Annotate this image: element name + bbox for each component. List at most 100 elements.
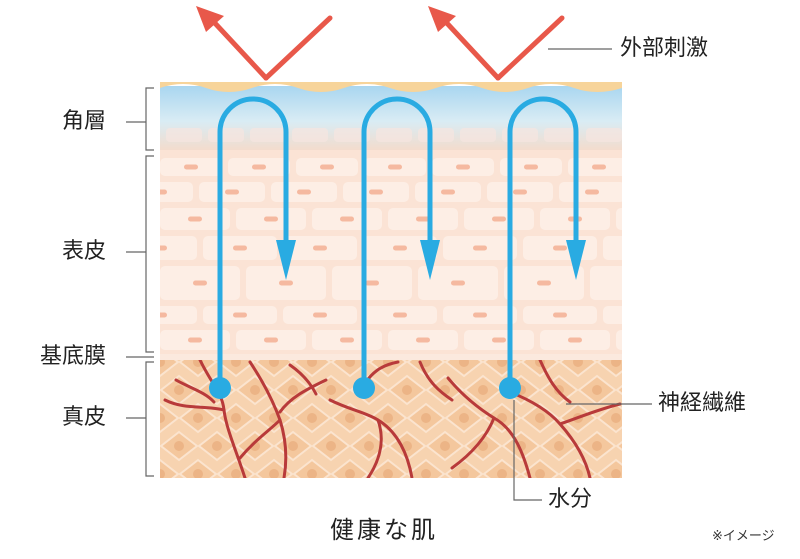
- cell-nucleus: [553, 245, 567, 251]
- label-moisture: 水分: [548, 487, 593, 512]
- cell-nucleus: [188, 337, 202, 343]
- callout-lines: [513, 48, 652, 501]
- cell-nucleus: [233, 312, 247, 318]
- dermis-cell-core: [345, 469, 355, 478]
- cell-nucleus: [585, 189, 599, 195]
- dermis-cell-core: [160, 413, 165, 423]
- cell-nucleus: [297, 189, 311, 195]
- corneum-cell: [460, 128, 496, 142]
- dermis-cell: [254, 360, 294, 378]
- epidermis-cell: [160, 306, 197, 324]
- cell-nucleus: [633, 313, 647, 318]
- corneum-cell: [208, 128, 244, 142]
- moisture-flows: [217, 96, 579, 389]
- dermis-cell-core: [326, 441, 336, 451]
- label-epidermis: 表皮: [62, 239, 107, 264]
- dermis-cell-core: [212, 441, 222, 451]
- dermis-cell-core: [174, 385, 184, 395]
- dermis-cell-core: [535, 413, 545, 423]
- label-external-stimulus: 外部刺激: [620, 36, 709, 61]
- cell-nucleus: [537, 280, 551, 286]
- corneum-cell: [586, 128, 622, 142]
- dermis-cell-core: [326, 385, 336, 395]
- dermis-cell: [216, 360, 256, 378]
- dermis-cell-core: [288, 441, 298, 451]
- dermis-cell-core: [383, 469, 393, 478]
- corneum-cells: [166, 128, 622, 142]
- dermis-cell-core: [307, 360, 317, 367]
- epidermis-cells: [160, 158, 658, 350]
- dermis-cell-core: [345, 413, 355, 423]
- dermis-cell-core: [497, 360, 507, 367]
- dermis-cell-core: [345, 360, 355, 367]
- moisture-dots: [209, 377, 521, 399]
- diagram-caption: 健康な肌: [330, 516, 438, 544]
- dermis-cell-core: [592, 385, 602, 395]
- cell-nucleus: [264, 216, 278, 222]
- dermis-cell-core: [231, 413, 241, 423]
- dermis-cell-core: [402, 385, 412, 395]
- dermis-cell: [178, 360, 218, 378]
- cell-nucleus: [320, 164, 334, 170]
- cell-nucleus: [568, 337, 582, 343]
- corneum-cell: [250, 128, 286, 142]
- label-nerve-fibers: 神経繊維: [658, 391, 747, 416]
- label-stratum-corneum: 角層: [62, 109, 107, 134]
- dermis-cell-core: [611, 360, 621, 367]
- dermis-cell-core: [193, 413, 203, 423]
- cell-nucleus: [264, 337, 278, 343]
- dermis-cell: [558, 360, 598, 378]
- external-stimulus-arrows: [209, 15, 565, 81]
- cell-nucleus: [340, 337, 354, 343]
- cell-nucleus: [388, 164, 402, 170]
- epidermis-cell: [616, 208, 622, 230]
- cell-nucleus: [513, 189, 527, 195]
- cell-nucleus: [369, 189, 383, 195]
- epidermis-cell: [603, 236, 622, 260]
- cell-nucleus: [623, 281, 637, 286]
- cell-nucleus: [184, 164, 198, 170]
- dermis-cell-core: [288, 385, 298, 395]
- corneum-cell: [166, 128, 202, 142]
- cell-nucleus: [225, 189, 239, 195]
- corneum-cell: [544, 128, 580, 142]
- cell-nucleus: [393, 312, 407, 318]
- cell-nucleus: [473, 312, 487, 318]
- dermis-cell: [520, 360, 560, 378]
- dermis-cell-core: [459, 413, 469, 423]
- corneum-cell: [334, 128, 370, 142]
- cell-nucleus: [524, 164, 538, 170]
- external-stimulus-arrowheads: [196, 6, 456, 32]
- corneum-cell: [502, 128, 538, 142]
- dermis-cell-core: [611, 469, 621, 478]
- dermis-cell-core: [611, 413, 621, 423]
- dermis-cell: [615, 440, 622, 452]
- cell-nucleus: [492, 216, 506, 222]
- nerve-fibers: [163, 360, 622, 478]
- corneum-cell: [376, 128, 412, 142]
- epidermis-cell: [590, 266, 622, 300]
- dermis-cell-core: [269, 413, 279, 423]
- cell-nucleus: [279, 280, 293, 286]
- layer-brackets: [126, 87, 154, 477]
- dermis-cell-core: [459, 469, 469, 478]
- epidermis-cell: [160, 236, 197, 260]
- dermis-cell: [368, 360, 408, 378]
- moisture-arrowheads: [276, 240, 586, 280]
- dermis-cell-core: [250, 385, 260, 395]
- cell-nucleus: [188, 216, 202, 222]
- cell-nucleus: [160, 245, 167, 251]
- cell-nucleus: [233, 245, 247, 251]
- dermis-cell-core: [497, 469, 507, 478]
- cell-nucleus: [492, 337, 506, 343]
- dermis-cell-core: [269, 360, 279, 367]
- label-basement-membrane: 基底膜: [40, 344, 107, 369]
- cell-nucleus: [441, 189, 455, 195]
- dermis-cell-core: [421, 413, 431, 423]
- cell-nucleus: [252, 164, 266, 170]
- cell-nucleus: [644, 338, 658, 343]
- cell-nucleus: [416, 337, 430, 343]
- corneum-cell: [292, 128, 328, 142]
- dermis-cell: [160, 402, 180, 434]
